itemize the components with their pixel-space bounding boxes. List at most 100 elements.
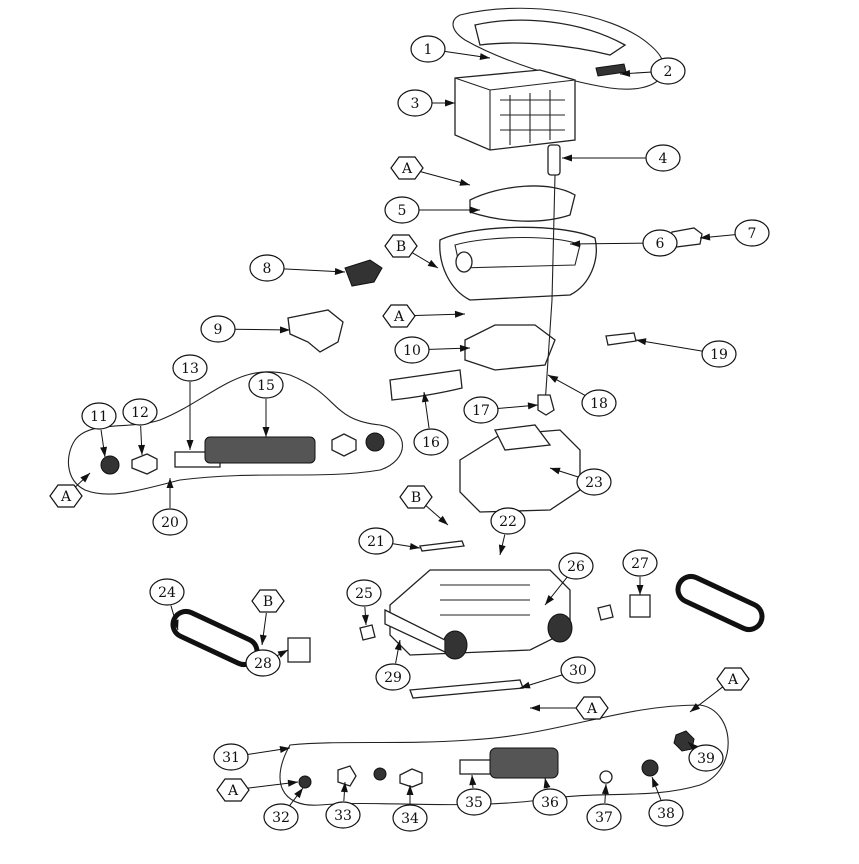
clip-25-part [359,624,376,641]
circle-frame [622,549,658,577]
circle-frame [490,507,526,535]
bushing-38-part [641,759,659,777]
leader-line [569,242,647,245]
arrowhead-icon [520,681,531,689]
arrowhead-icon [166,478,174,488]
arrowhead-icon [652,777,659,788]
hexagon-frame [216,778,250,802]
circle-frame [734,219,770,247]
arrowhead-icon [421,392,429,403]
circle-frame [581,389,617,417]
callout-label: 29 [384,670,402,686]
circle-frame [248,371,284,399]
bracket-9-part [287,309,344,353]
callout-18: 18 [547,374,617,417]
chassis-part [384,569,573,660]
callout-label: 10 [403,343,421,359]
callout-24: 24 [149,578,185,631]
impeller-8-part [344,259,383,287]
brush-15-part [204,436,316,464]
circle-frame [648,799,684,827]
callout-label: 25 [355,586,373,602]
callout-label: 37 [595,810,613,826]
circle-frame [560,656,596,684]
circle-frame [558,552,594,580]
callout-label: 39 [697,751,715,767]
arrowhead-icon [279,746,290,753]
callout-label: 4 [659,151,668,167]
arrowhead-icon [636,585,644,595]
callout-label: A [401,161,413,177]
callout-label: 12 [131,405,149,421]
callout-label: A [60,489,72,505]
callout-4: 4 [562,144,681,172]
adapter-34-part [399,768,423,788]
callout-label: 6 [656,236,665,252]
callout-label: 24 [158,585,176,601]
adapter-12-part [131,453,158,475]
callout-label: A [727,672,739,688]
arrowhead-icon [287,779,298,787]
top-cover-outline [452,7,665,90]
arrowhead-icon [620,69,631,77]
arrowhead-icon [688,742,698,752]
callout-32: 32 [263,787,304,831]
callout-label: 3 [411,96,420,112]
arrowhead-icon [562,154,572,162]
arrowhead-icon [406,785,414,795]
leader-line [635,339,706,353]
bushing-part [365,432,385,452]
callout-38: 38 [648,776,684,827]
clip-19-part [605,332,637,346]
callout-28: 28 [245,649,289,677]
hexagon-frame [384,234,418,258]
hex-callout-A: A [216,778,299,802]
callout-label: 2 [664,64,673,80]
arrowhead-icon [548,375,559,383]
callout-31: 31 [213,743,291,771]
callout-label: B [263,594,273,610]
hex-callout-B: B [399,485,449,526]
circle-frame [394,336,430,364]
arrowhead-icon [427,259,438,268]
side-bracket-27-part [629,594,651,618]
arrowhead-icon [259,634,267,645]
motor-unit-part [459,424,581,513]
callout-10: 10 [394,336,471,364]
arrowhead-icon [470,206,480,214]
callout-25: 25 [346,579,382,626]
circle-frame [586,803,622,831]
hex-callout-A: A [49,472,91,508]
callout-37: 37 [586,783,622,831]
callout-13: 13 [172,354,208,450]
callout-label: 11 [90,409,108,425]
arrowhead-icon [277,650,288,658]
filter-basket-part [454,69,576,151]
hexagon-frame [575,696,609,720]
callout-label: B [396,239,406,255]
arrowhead-icon [530,704,540,712]
top-cover-part [474,19,627,56]
callout-label: 36 [541,795,559,811]
hex-callout-B: B [384,234,439,269]
circle-frame [650,57,686,85]
lid-part [469,185,576,222]
callout-33: 33 [325,781,361,829]
circle-frame [456,788,492,816]
callout-label: 23 [585,475,603,491]
circle-frame [384,196,420,224]
arrowhead-icon [570,240,581,248]
hex-callout-A: A [382,304,466,328]
arrowhead-icon [361,614,369,625]
callout-label: B [411,490,421,506]
circle-frame [688,744,724,772]
callout-5: 5 [384,196,480,224]
cable-clip-17-part [537,394,555,416]
circle-frame [701,340,737,368]
circle-frame [200,315,236,343]
circle-frame [122,398,158,426]
circle-frame [172,354,208,382]
